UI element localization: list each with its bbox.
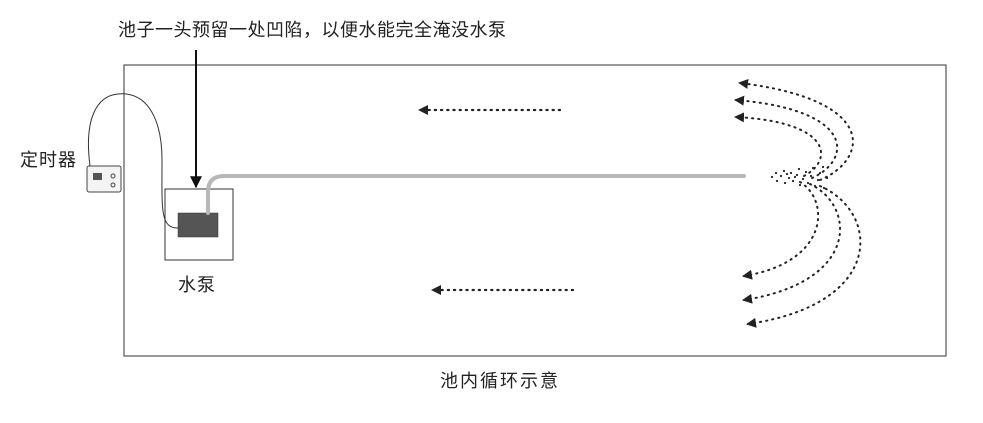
timer-label: 定时器 <box>20 150 77 171</box>
pump-body <box>177 212 219 238</box>
curved-flow-lower-outer <box>746 185 862 328</box>
outlet-pipe <box>206 174 746 215</box>
timer-device <box>86 165 122 193</box>
curved-flow-upper-inner <box>734 112 822 177</box>
diagram-caption: 池内循环示意 <box>440 371 560 392</box>
timer-knob-icon <box>110 182 116 188</box>
curved-flow-upper-outer <box>738 79 854 181</box>
power-cord <box>87 93 179 229</box>
timer-display-icon <box>93 173 102 180</box>
curved-flow-lower-middle <box>742 183 841 304</box>
pond-outline <box>123 64 947 357</box>
pump-label: 水泵 <box>178 275 216 296</box>
curved-flow-upper-middle <box>734 95 839 179</box>
timer-knob-icon <box>110 173 116 179</box>
callout-text: 池子一头预留一处凹陷，以便水能完全淹没水泵 <box>118 20 507 41</box>
curved-flow-lower-inner <box>742 181 820 280</box>
